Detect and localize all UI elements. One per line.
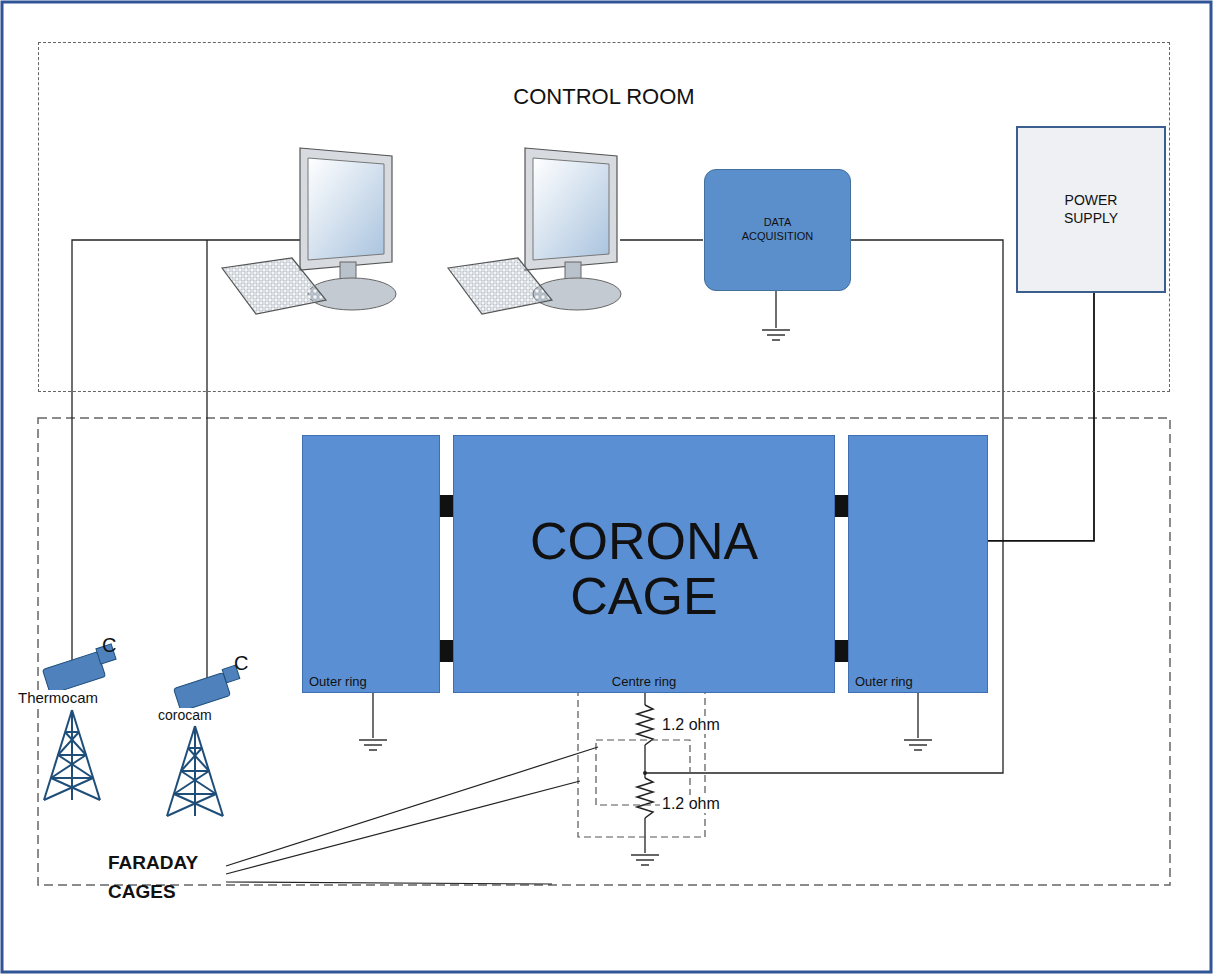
box-label: Outer ring <box>855 675 913 689</box>
cage-title: CORONA CAGE <box>509 514 779 623</box>
ground-symbol <box>359 740 387 750</box>
equipment-box: DATA ACQUISITION <box>704 169 851 291</box>
box-label: POWER SUPPLY <box>1051 192 1131 227</box>
callout-label: FARADAY CAGES <box>106 848 222 907</box>
camera <box>42 644 116 800</box>
computer <box>448 148 621 314</box>
ground-symbol <box>762 330 790 340</box>
wires <box>72 240 1003 853</box>
cage-section: CORONA CAGE Centre ring <box>453 435 835 693</box>
resistor-value: 1.2 ohm <box>660 716 722 734</box>
resistor-value: 1.2 ohm <box>660 795 722 813</box>
test-area-region <box>38 418 1170 885</box>
camera-letter: C <box>100 634 118 656</box>
equipment-box: POWER SUPPLY <box>1016 126 1166 293</box>
camera <box>167 665 240 816</box>
box-label: CONTROL ROOM <box>513 85 694 109</box>
camera-name: Thermocam <box>16 690 100 707</box>
cage-section: Outer ring <box>848 435 988 693</box>
box-label: Centre ring <box>612 675 676 689</box>
camera-letter: C <box>232 652 250 674</box>
room-region: CONTROL ROOM DATA ACQUISITION POWER SUPPLY <box>38 42 1170 392</box>
box-label: DATA ACQUISITION <box>733 216 823 244</box>
resistor-symbol <box>637 778 653 818</box>
resistor-symbol <box>637 705 653 745</box>
ground-symbol <box>631 855 659 865</box>
cage-section: Outer ring <box>302 435 440 693</box>
camera-name: corocam <box>156 708 214 723</box>
ground-symbol <box>904 740 932 750</box>
computer <box>222 148 396 314</box>
box-label: Outer ring <box>309 675 367 689</box>
power-cable <box>988 293 1094 541</box>
leader-lines <box>226 747 598 884</box>
junction <box>643 771 647 775</box>
faraday-cage <box>578 682 705 837</box>
